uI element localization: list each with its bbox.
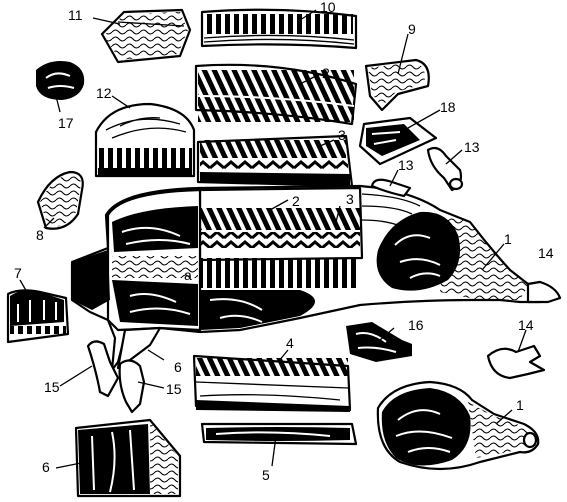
cut-4-slab <box>192 354 352 412</box>
label-13-center: 13 <box>398 157 414 173</box>
cut-14-foot <box>486 344 546 380</box>
cut-13-tail-on-carcass <box>370 178 412 198</box>
loin-chevron-band <box>200 232 360 248</box>
label-15-right: 15 <box>166 381 182 397</box>
cut-13-tail <box>426 146 464 192</box>
leader-lines <box>19 9 527 469</box>
cut-9-piece <box>364 58 430 112</box>
ham-wavy-fill <box>440 214 528 300</box>
label-18: 18 <box>440 99 456 115</box>
cut-11-block <box>100 8 192 64</box>
label-17: 17 <box>58 115 74 131</box>
jowl-dark <box>72 250 110 310</box>
cut-15-foot-left <box>86 340 120 398</box>
cut-17-round <box>36 61 85 100</box>
belly-striped-band <box>200 258 360 288</box>
label-15-left: 15 <box>44 379 60 395</box>
cut-2-slab <box>194 63 358 126</box>
cut-5-strip <box>200 422 358 446</box>
label-4: 4 <box>286 335 294 351</box>
whole-carcass <box>70 184 562 372</box>
label-1-carcass: 1 <box>504 231 512 247</box>
label-13-right: 13 <box>464 139 480 155</box>
label-14-bottom: 14 <box>518 317 534 333</box>
cut-18-wedge <box>358 116 438 166</box>
label-12: 12 <box>96 85 112 101</box>
cut-15-foot-right <box>118 359 146 414</box>
cut-8-piece <box>36 170 84 230</box>
label-6-carcass: 6 <box>156 211 164 227</box>
label-14-top: 14 <box>538 245 554 261</box>
label-3-top: 3 <box>338 127 346 143</box>
hock-tail-tip <box>526 280 562 304</box>
label-2-carcass: 2 <box>292 193 300 209</box>
cut-7-block <box>6 289 70 344</box>
loin-eye-band <box>200 208 360 230</box>
label-6-block: 6 <box>42 459 50 475</box>
label-11: 11 <box>68 7 83 23</box>
cut-1-ham <box>376 380 540 471</box>
label-1-ham: 1 <box>516 397 524 413</box>
label-5: 5 <box>262 467 270 483</box>
cut-16-piece <box>346 322 412 362</box>
belly-dark-lower <box>200 290 315 330</box>
label-3-carcass: 3 <box>346 191 354 207</box>
label-a: a <box>184 267 192 283</box>
label-16: 16 <box>408 317 424 333</box>
shoulder-dark-lower <box>112 280 198 326</box>
cut-12-rolled <box>94 102 196 178</box>
label-10: 10 <box>320 0 336 15</box>
cut-10-strip <box>200 8 358 50</box>
cut-3-slab <box>196 134 354 188</box>
front-leg <box>116 326 162 370</box>
label-7: 7 <box>14 265 22 281</box>
label-2-top: 2 <box>322 65 330 81</box>
ham-cross-section <box>376 211 461 291</box>
label-8: 8 <box>36 227 44 243</box>
label-6-foreleg: 6 <box>174 359 182 375</box>
cut-labels: 11 10 9 2 12 17 18 3 13 13 6 2 3 8 1 14 … <box>14 0 554 483</box>
cut-6-block <box>74 418 182 498</box>
label-9: 9 <box>408 21 416 37</box>
